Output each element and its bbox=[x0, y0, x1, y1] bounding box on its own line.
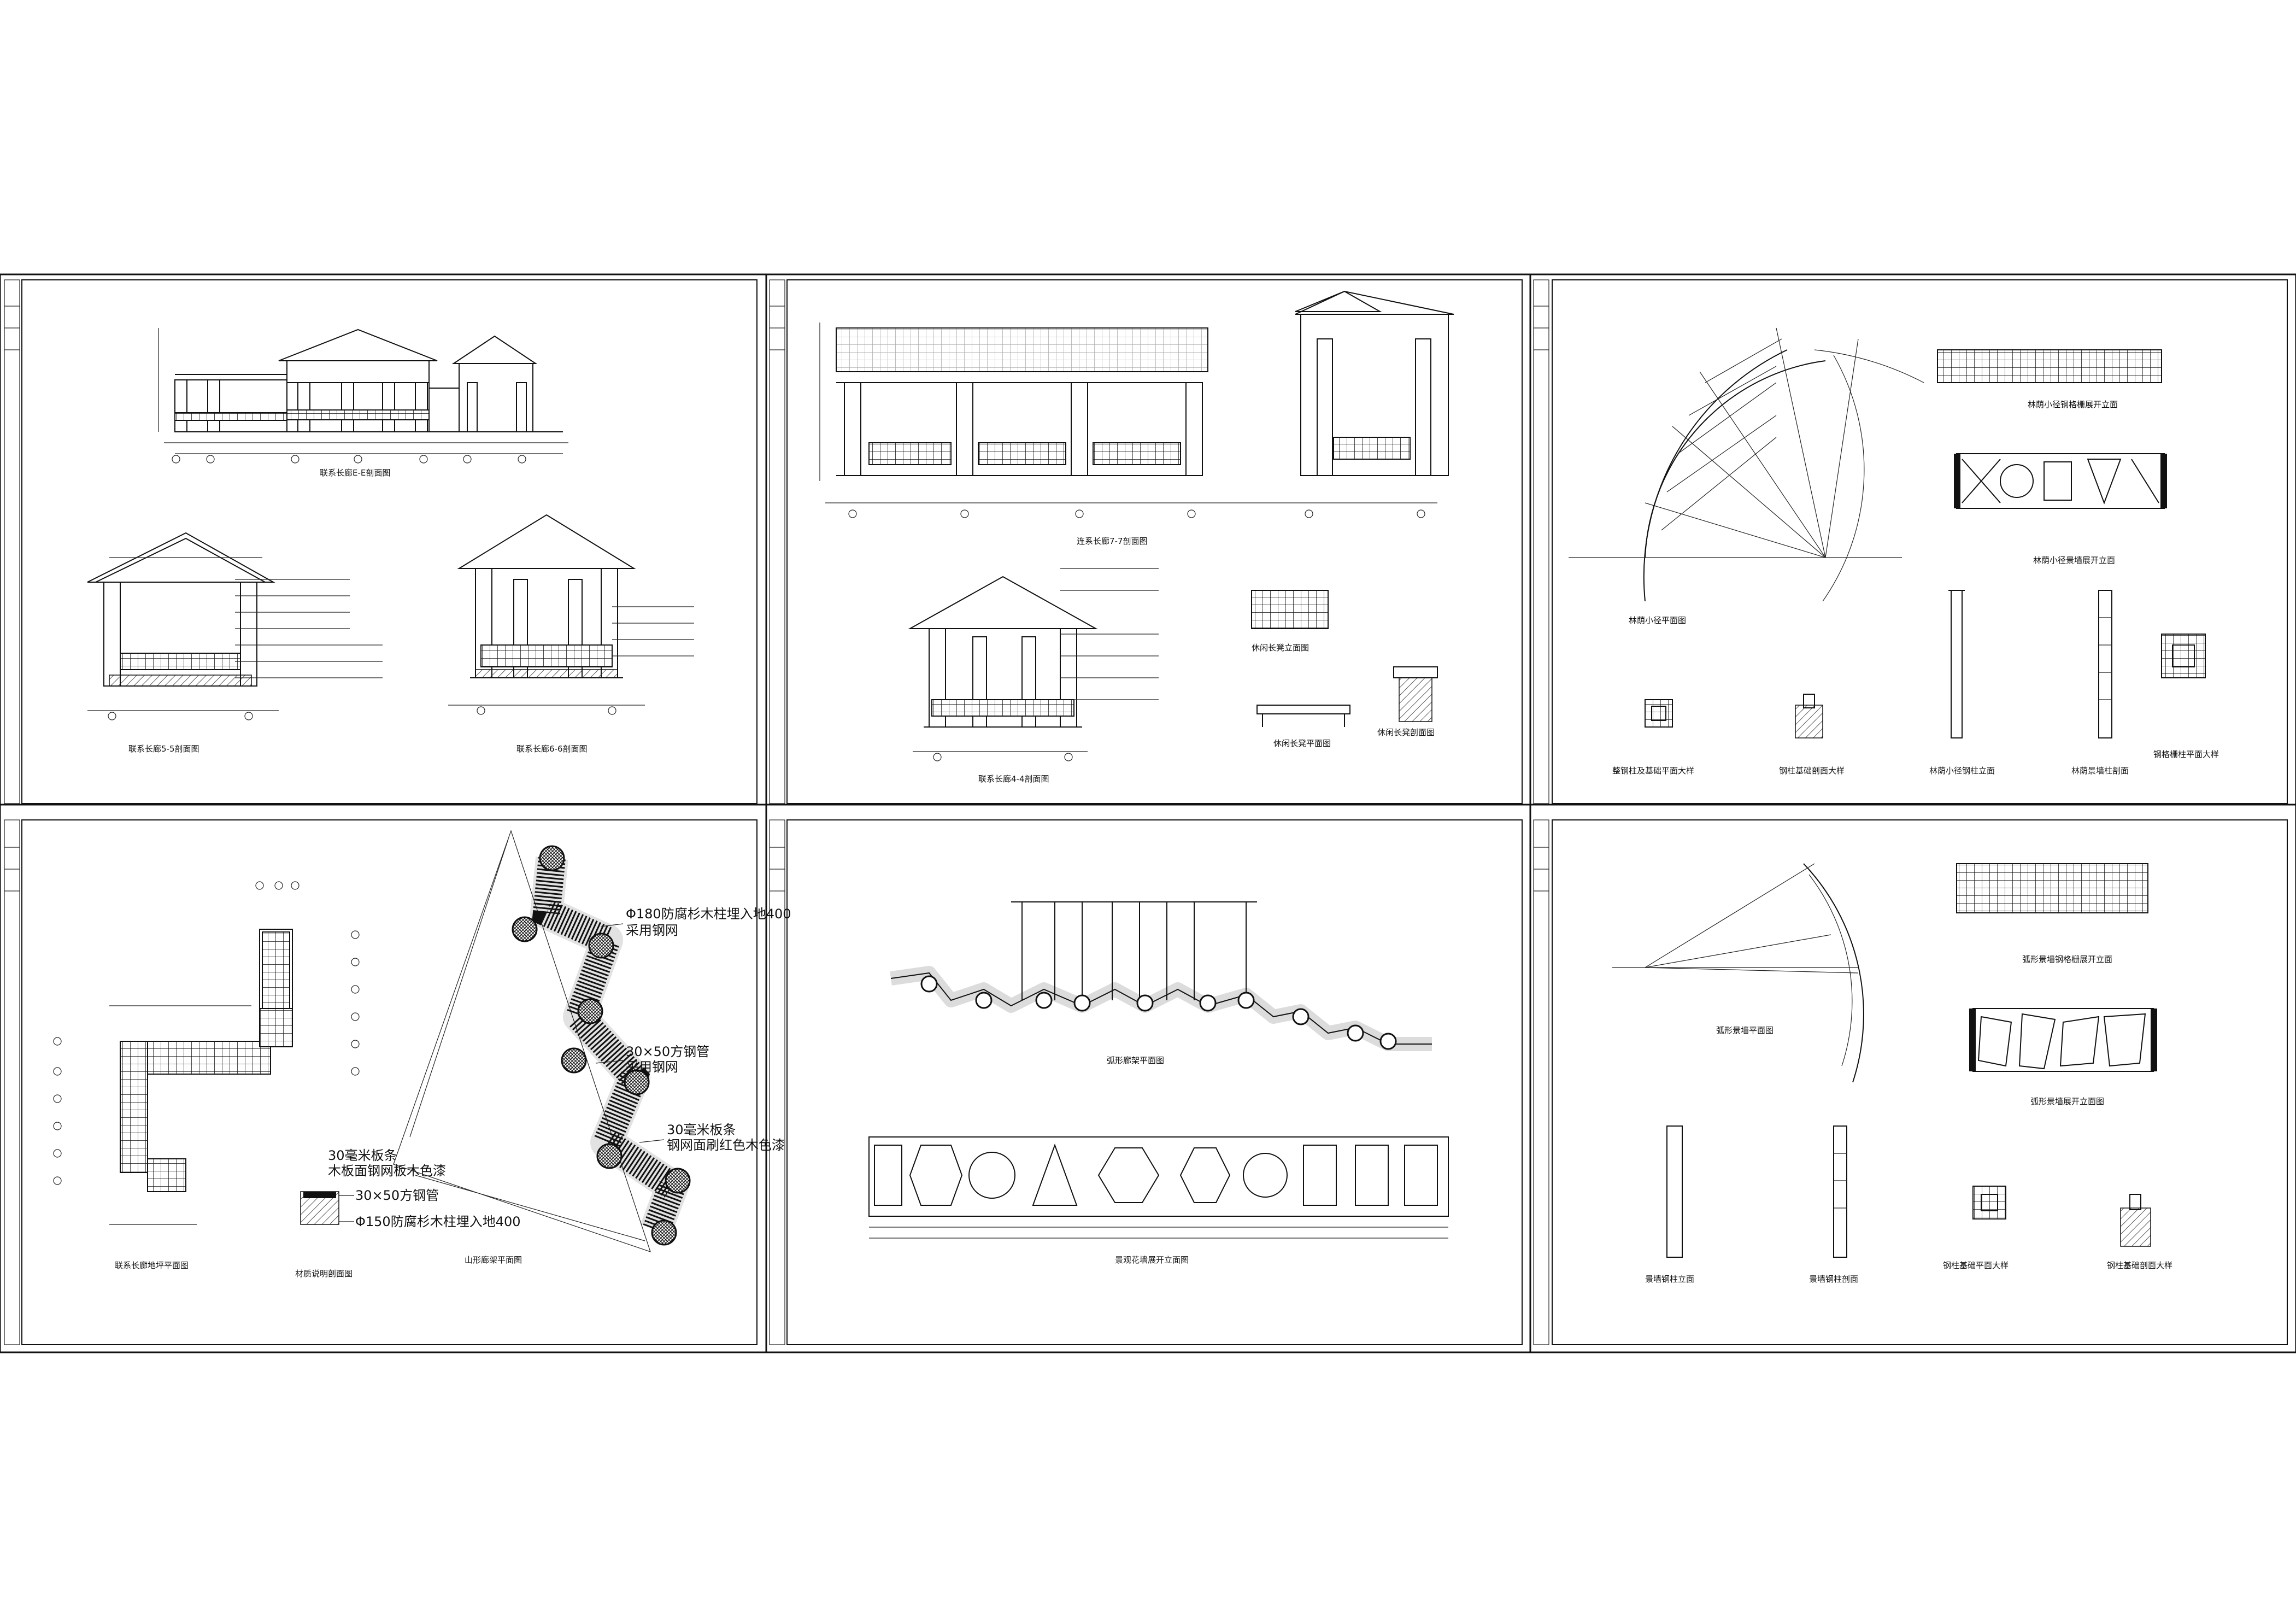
drawing-label: 联系长廊5-5剖面图 bbox=[128, 744, 199, 754]
annotation-text: 木板面钢网板木色漆 bbox=[328, 1163, 446, 1179]
drawing-label: 休闲长凳立面图 bbox=[1252, 643, 1309, 653]
drawing-label: 钢柱基础剖面大样 bbox=[2107, 1260, 2172, 1270]
drawing-55-section: 联系长廊5-5剖面图 bbox=[87, 532, 383, 754]
drawing-forest-path-plan: 林荫小径平面图 bbox=[1569, 327, 1924, 625]
drawing-label: 钢格栅柱平面大样 bbox=[2153, 749, 2219, 759]
drawing-label: 林荫景墙柱剖面 bbox=[2071, 766, 2129, 776]
drawing-label: 林荫小径钢柱立面 bbox=[1929, 766, 1995, 776]
drawing-label: 林荫小径景墙展开立面 bbox=[2033, 555, 2115, 565]
annotation-text: 30×50方钢管 bbox=[355, 1188, 439, 1203]
drawing-arc-grating-elevation: 弧形景墙钢格栅展开立面 bbox=[1956, 863, 2148, 964]
sheet-borders bbox=[0, 273, 2296, 1353]
drawing-label: 联系长廊E-E剖面图 bbox=[320, 468, 390, 478]
drawing-44-section: 联系长廊4-4剖面图 bbox=[908, 568, 1159, 784]
drawing-details-row: 整钢柱及基础平面大样 钢柱基础剖面大样 林荫小径钢柱立面 林荫景墙柱剖面 钢格栅… bbox=[1612, 590, 2219, 776]
drawing-material-section: 30毫米板条 木板面钢网板木色漆 30×50方钢管 Φ150防腐杉木柱埋入地40… bbox=[295, 1148, 521, 1279]
drawing-label: 联系长廊4-4剖面图 bbox=[978, 774, 1049, 784]
drawing-label: 联系长廊6-6剖面图 bbox=[516, 744, 588, 754]
drawing-label: 山形廊架平面图 bbox=[465, 1255, 522, 1265]
drawing-arc-wall-elevation: 弧形景墙展开立面图 bbox=[1969, 1008, 2157, 1106]
drawing-label: 整钢柱及基础平面大样 bbox=[1612, 766, 1694, 776]
drawing-arc-details-row: 景墙钢柱立面 景墙钢柱剖面 钢柱基础平面大样 钢柱基础剖面大样 bbox=[1645, 1125, 2172, 1284]
sheet-6: 弧形景墙平面图 弧形景墙钢格栅展开立面 弧形景墙展开立面图 景墙钢柱立面 bbox=[1612, 863, 2172, 1284]
annotation-text: 采用钢网 bbox=[626, 923, 678, 938]
annotation-text: Φ180防腐杉木柱埋入地400 bbox=[626, 906, 791, 922]
annotation-text: 30毫米板条 bbox=[667, 1122, 736, 1138]
sheet-5: 弧形廊架平面图 景观花墙展开立面图 bbox=[868, 901, 1449, 1265]
drawing-zigzag-pergola-plan: Φ180防腐杉木柱埋入地400 采用钢网 30×50方钢管 采用钢网 30毫米板… bbox=[393, 830, 791, 1265]
annotation-text: Φ150防腐杉木柱埋入地400 bbox=[355, 1214, 521, 1229]
pergola-post bbox=[512, 845, 691, 1246]
drawing-label: 林荫小径平面图 bbox=[1629, 615, 1686, 625]
annotation-text: 30毫米板条 bbox=[328, 1148, 397, 1163]
sheet-2: 连系长廊7-7剖面图 联系长廊4-4剖面图 休闲长凳立面图 bbox=[819, 290, 1454, 784]
drawing-label: 弧形景墙平面图 bbox=[1716, 1025, 1774, 1035]
drawing-label: 景观花墙展开立面图 bbox=[1115, 1255, 1189, 1265]
drawing-ee-section: 联系长廊E-E剖面图 bbox=[158, 328, 568, 478]
drawing-label: 休闲长凳剖面图 bbox=[1377, 728, 1435, 737]
drawing-bench: 休闲长凳立面图 休闲长凳平面图 休闲长凳剖面图 bbox=[1251, 590, 1438, 748]
sheet-3: 林荫小径平面图 林荫小径钢格栅展开立面 林荫小径景墙展开立面 整钢柱及基础平面大… bbox=[1569, 327, 2219, 776]
drawing-label: 休闲长凳平面图 bbox=[1273, 738, 1331, 748]
annotation-text: 采用钢网 bbox=[626, 1059, 678, 1075]
drawing-floor-plan: 联系长廊地坪平面图 bbox=[53, 881, 360, 1270]
drawing-label: 联系长廊地坪平面图 bbox=[115, 1260, 189, 1270]
drawing-label: 弧形景墙钢格栅展开立面 bbox=[2022, 954, 2112, 964]
annotation-text: 钢网面刷红色木色漆 bbox=[667, 1138, 785, 1153]
annotation-text: 30×50方钢管 bbox=[626, 1044, 709, 1059]
drawing-wall-elevation: 林荫小径景墙展开立面 bbox=[1954, 453, 2167, 565]
drawing-label: 连系长廊7-7剖面图 bbox=[1077, 536, 1148, 546]
drawing-label: 钢柱基础平面大样 bbox=[1943, 1260, 2009, 1270]
drawing-label: 材质说明剖面图 bbox=[295, 1269, 353, 1279]
drawing-label: 弧形廊架平面图 bbox=[1107, 1056, 1164, 1065]
drawing-label: 景墙钢柱剖面 bbox=[1809, 1274, 1858, 1284]
sheet-4: 联系长廊地坪平面图 30毫米板条 木板面钢网板木色漆 30×50方钢管 Φ150… bbox=[53, 830, 791, 1279]
drawing-label: 弧形景墙展开立面图 bbox=[2030, 1097, 2104, 1106]
drawing-flower-wall-elevation: 景观花墙展开立面图 bbox=[868, 1136, 1449, 1265]
drawing-label: 景墙钢柱立面 bbox=[1645, 1274, 1694, 1284]
drawing-label: 林荫小径钢格栅展开立面 bbox=[2028, 400, 2118, 409]
drawing-arc-pergola-plan: 弧形廊架平面图 bbox=[890, 901, 1432, 1065]
drawing-label: 钢柱基础剖面大样 bbox=[1779, 766, 1845, 776]
pergola-post bbox=[920, 975, 1397, 1050]
drawing-77-section: 连系长廊7-7剖面图 bbox=[819, 290, 1454, 546]
drawing-66-section: 联系长廊6-6剖面图 bbox=[448, 514, 694, 754]
sheet-1: 联系长廊E-E剖面图 联系长廊5-5剖面图 bbox=[87, 328, 694, 754]
drawing-arc-wall-plan: 弧形景墙平面图 bbox=[1612, 863, 1864, 1083]
drawing-grating-elevation: 林荫小径钢格栅展开立面 bbox=[1937, 349, 2162, 409]
